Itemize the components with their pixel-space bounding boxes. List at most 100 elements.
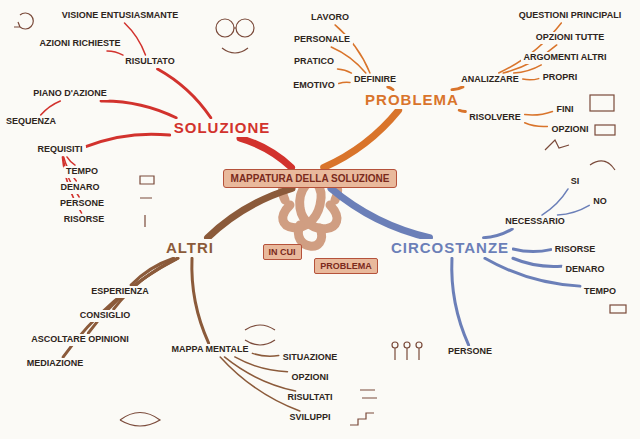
node-text: PERSONALE — [294, 34, 350, 44]
branch-word: VISIONE ENTUSIASMANTE — [59, 10, 182, 22]
node-text: VISIONE ENTUSIASMANTE — [62, 10, 179, 20]
node-text: RISULTATI — [288, 392, 333, 402]
branch-line — [339, 82, 350, 83]
branch-line — [107, 51, 123, 55]
branch-line — [335, 25, 370, 73]
branch-line — [192, 258, 209, 343]
branch-word: TEMPO — [581, 286, 619, 298]
node-text: OPZIONI — [551, 124, 588, 134]
branch-line — [67, 157, 75, 165]
node-text: SOLUZIONE — [174, 119, 271, 136]
node-text: PROPRI — [543, 72, 578, 82]
branch-word: TEMPO — [63, 166, 101, 178]
branch-line — [338, 69, 352, 73]
branch-line — [514, 65, 542, 73]
branch-word: PERSONE — [57, 198, 107, 210]
node-text: ASCOLTARE OPINIONI — [31, 334, 129, 344]
node-text: SITUAZIONE — [283, 352, 338, 362]
branch-word: MAPPA MENTALE — [169, 344, 252, 356]
node-text: LAVORO — [311, 12, 349, 22]
node-text: MAPPATURA DELLA SOLUZIONE — [231, 173, 390, 184]
branch-line — [158, 69, 211, 118]
node-text: TEMPO — [66, 166, 98, 176]
branch-word: PRATICO — [291, 56, 337, 68]
branch-word: OPZIONI — [548, 124, 591, 136]
node-text: ANALIZZARE — [461, 74, 519, 84]
branch-word: RISOLVERE — [466, 112, 523, 124]
branch-line — [41, 101, 61, 115]
node-text: PROBLEMA — [365, 91, 459, 108]
node-text: RISORSE — [555, 244, 596, 254]
node-text: DENARO — [565, 264, 604, 274]
node-text: ALTRI — [166, 239, 214, 256]
branch-line — [525, 111, 553, 115]
node-text: RISOLVERE — [469, 112, 520, 122]
branch-line — [125, 23, 146, 55]
node-text: AZIONI RICHIESTE — [39, 38, 120, 48]
branch-word: AZIONI RICHIESTE — [36, 38, 123, 50]
branch-line — [459, 110, 465, 111]
branch-word: SI — [568, 176, 583, 188]
main-branch-word: PROBLEMA — [362, 91, 462, 110]
branch-word: LAVORO — [308, 12, 352, 24]
main-branch-word: CIRCOSTANZE — [388, 239, 512, 258]
node-text: PERSONE — [60, 198, 104, 208]
branch-word: CONSIGLIO — [77, 310, 134, 322]
branch-word: FINI — [554, 104, 577, 116]
node-text: EMOTIVO — [293, 80, 335, 90]
branch-line — [252, 353, 278, 356]
node-text: OPZIONI — [291, 372, 328, 382]
node-text: NECESSARIO — [505, 216, 565, 226]
doodles — [14, 13, 626, 426]
node-text: MAPPA MENTALE — [172, 344, 249, 354]
branch-line — [525, 123, 548, 127]
branch-word: DENARO — [562, 264, 607, 276]
node-text: PIANO D'AZIONE — [33, 88, 107, 98]
branch-word: NO — [590, 196, 610, 208]
branch-word: QUESTIONI PRINCIPALI — [516, 10, 624, 22]
node-text: CIRCOSTANZE — [391, 239, 509, 256]
node-text: SI — [571, 176, 580, 186]
branch-word: NECESSARIO — [502, 216, 568, 228]
node-text: OPZIONI TUTTE — [536, 32, 605, 42]
branch-line — [513, 258, 562, 266]
branch-word: PERSONALE — [291, 34, 353, 46]
main-branch-word: SOLUZIONE — [171, 119, 274, 138]
branch-line — [523, 79, 539, 80]
branch-word: OPZIONI — [288, 372, 331, 384]
branch-word: RISULTATI — [285, 392, 336, 404]
branch-word: SITUAZIONE — [280, 352, 341, 364]
branch-word: SVILUPPI — [286, 412, 333, 424]
branch-word: ESPERIENZA — [88, 286, 152, 298]
branch-word: ARGOMENTI ALTRI — [521, 52, 610, 64]
branch-line — [208, 189, 292, 238]
branch-word: ANALIZZARE — [458, 74, 522, 86]
branch-line — [331, 189, 430, 238]
node-text: SVILUPPI — [289, 412, 330, 422]
node-text: NO — [593, 196, 607, 206]
branch-line — [499, 23, 562, 73]
node-text: RISORSE — [64, 214, 105, 224]
node-text: TEMPO — [584, 286, 616, 296]
branch-word: OPZIONI TUTTE — [533, 32, 608, 44]
branch-word: EMOTIVO — [290, 80, 338, 92]
node-text: PERSONE — [448, 346, 492, 356]
branch-word: RISULTATO — [122, 56, 177, 68]
branch-line — [114, 258, 178, 309]
branch-word: MEDIAZIONE — [24, 358, 87, 370]
node-text: CONSIGLIO — [80, 310, 131, 320]
branch-word: RISORSE — [61, 214, 108, 226]
branch-line — [542, 189, 568, 215]
branch-line — [388, 87, 393, 90]
node-text: FINI — [557, 104, 574, 114]
branch-word: RISORSE — [552, 244, 599, 256]
branch-word: PERSONE — [445, 346, 495, 358]
branch-line — [513, 249, 551, 252]
branch-line — [324, 110, 399, 167]
node-text: RISULTATO — [125, 56, 174, 66]
branch-word: DEFINIRE — [351, 74, 399, 86]
central-ribbon: MAPPATURA DELLA SOLUZIONE — [223, 169, 398, 188]
node-text: MEDIAZIONE — [27, 358, 84, 368]
branch-line — [452, 87, 463, 90]
branch-word: PROPRI — [540, 72, 581, 84]
